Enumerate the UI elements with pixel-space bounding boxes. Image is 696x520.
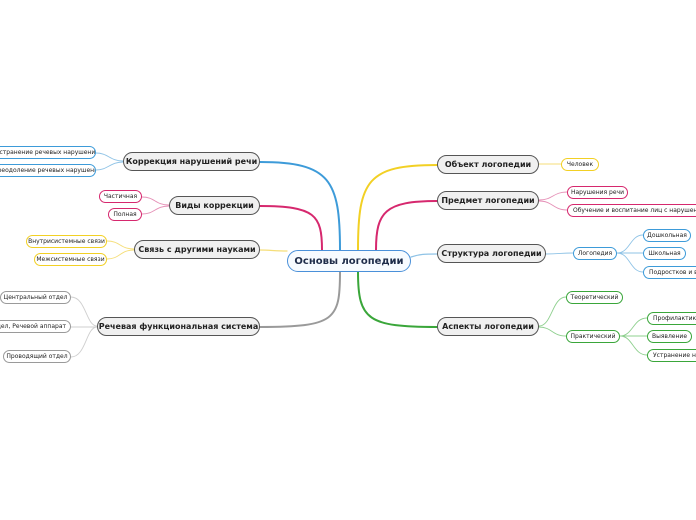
edge-aspects-leaf-1 [538,296,567,327]
branch-links[interactable]: Связь с другими науками [134,240,260,259]
leaf-school[interactable]: Школьная [643,247,686,260]
leaf-elimination-of-disorders[interactable]: Устранение нарушений [647,349,696,362]
edge-structure-leaf-1 [545,252,574,255]
leaf-preschool[interactable]: Дошкольная [643,229,691,242]
edge-subject-leaf-2 [538,200,568,211]
leaf-partial[interactable]: Частичная [99,190,142,203]
leaf-central-section[interactable]: Центральный отдел [0,291,71,304]
leaf-prevention[interactable]: Профилактика [647,312,696,325]
leaf-speech-disorders[interactable]: Нарушения речи [567,186,628,199]
branch-subject[interactable]: Предмет логопедии [437,191,539,210]
leaf-practical[interactable]: Практический [566,330,620,343]
leaf-education-of-people[interactable]: Обучение и воспитание лиц с нарушениями … [567,204,696,217]
edge-root-types [259,205,323,251]
edge-types-leaf-2 [141,205,170,215]
edge-root-links [259,249,288,252]
leaf-teens-and-adults[interactable]: Подростков и взрослых [643,266,696,279]
edge-speech-leaf-1 [70,296,98,327]
branch-speech-system[interactable]: Речевая функциональная система [97,317,260,336]
edge-correction-leaf-2 [95,161,124,171]
edge-links-leaf-1 [106,240,135,250]
branch-structure[interactable]: Структура логопедии [437,244,546,263]
leaf-human[interactable]: Человек [561,158,599,171]
edge-structure-gc-3 [616,252,644,273]
edge-root-correction [259,161,341,251]
edge-aspects-leaf-2 [538,326,567,337]
branch-correction[interactable]: Коррекция нарушений речи [123,152,260,171]
leaf-intrasystem-links[interactable]: Внутрисистемные связи [26,235,107,248]
edge-correction-leaf-1 [95,152,124,162]
edge-root-structure [410,253,438,258]
edge-subject-leaf-1 [538,191,568,201]
edge-structure-gc-1 [616,234,644,254]
edge-aspects-gc-1 [619,317,648,337]
root-node[interactable]: Основы логопедии [287,250,411,272]
branch-object[interactable]: Объект логопедии [437,155,539,174]
leaf-theoretical[interactable]: Теоретический [566,291,623,304]
leaf-peripheral-section[interactable]: Периферический отдел, Речевой аппарат [0,320,71,333]
branch-types[interactable]: Виды коррекции [169,196,260,215]
leaf-intersystem-links[interactable]: Межсистемные связи [34,253,107,266]
leaf-logopedics[interactable]: Логопедия [573,247,617,260]
edge-root-aspects [357,271,438,328]
leaf-eliminate-speech-disorders[interactable]: Устранение речевых нарушений [0,146,96,159]
edge-speech-leaf-3 [70,326,98,358]
edge-root-subject [375,200,438,251]
leaf-conducting-section[interactable]: Проводящий отдел [3,350,71,363]
edge-aspects-gc-3 [619,335,648,356]
leaf-full[interactable]: Полная [108,208,142,221]
edge-root-speech [259,271,341,328]
leaf-detection[interactable]: Выявление [647,330,692,343]
edge-links-leaf-2 [106,249,135,260]
edge-root-object [357,164,438,251]
branch-aspects[interactable]: Аспекты логопедии [437,317,539,336]
edge-types-leaf-1 [141,196,170,206]
leaf-overcome-speech-disorders[interactable]: Преодоление речевых нарушений [0,164,96,177]
